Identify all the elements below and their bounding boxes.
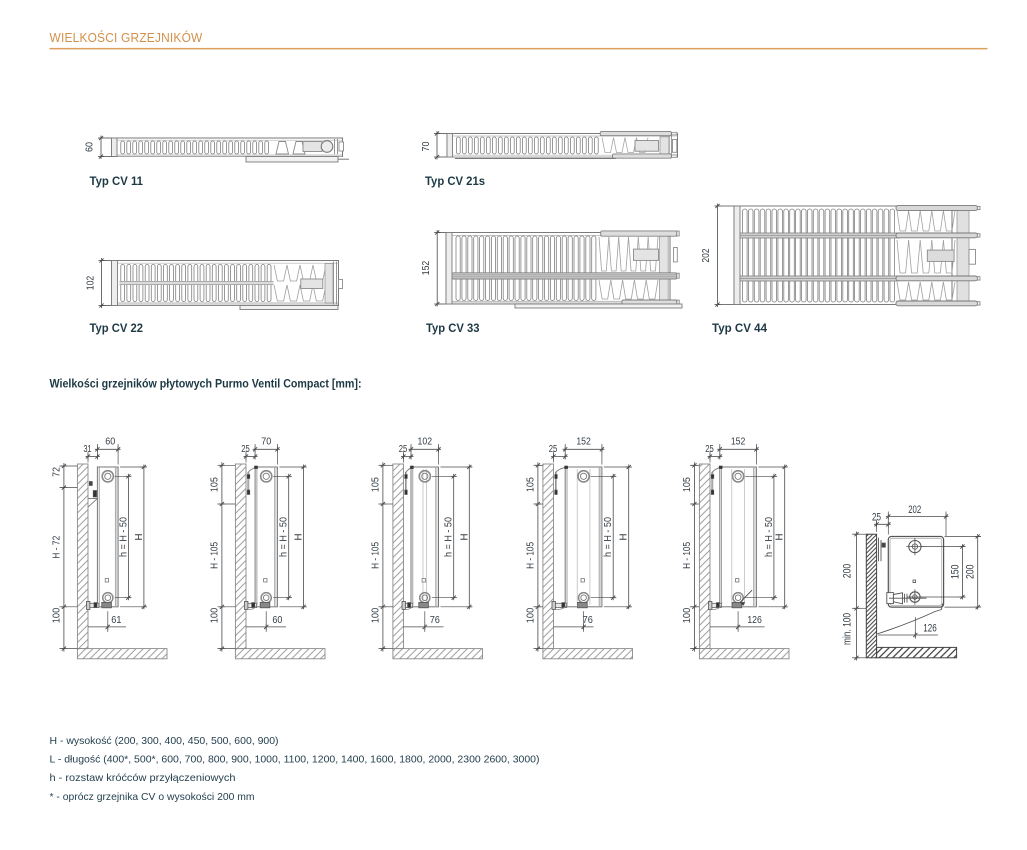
svg-text:100: 100 <box>682 607 693 623</box>
svg-text:Wielkości grzejników płytowych: Wielkości grzejników płytowych Purmo Ven… <box>50 377 362 391</box>
svg-text:100: 100 <box>370 607 381 623</box>
svg-text:H: H <box>775 534 786 541</box>
svg-text:25: 25 <box>872 512 881 524</box>
svg-text:WIELKOŚCI GRZEJNIKÓW: WIELKOŚCI GRZEJNIKÓW <box>50 30 203 45</box>
svg-text:25: 25 <box>241 444 250 455</box>
svg-text:150: 150 <box>950 564 962 579</box>
svg-text:H - wysokość (200, 300, 400, 4: H - wysokość (200, 300, 400, 450, 500, 6… <box>50 736 279 747</box>
svg-text:126: 126 <box>923 623 937 635</box>
svg-text:min. 100: min. 100 <box>842 613 854 645</box>
svg-text:Typ CV 22: Typ CV 22 <box>90 322 144 335</box>
svg-text:100: 100 <box>51 607 62 623</box>
svg-text:105: 105 <box>525 477 536 492</box>
svg-text:102: 102 <box>86 275 97 290</box>
svg-text:25: 25 <box>549 444 558 455</box>
svg-text:72: 72 <box>51 467 62 477</box>
svg-text:H - 105: H - 105 <box>209 542 220 569</box>
svg-text:h = H - 50: h = H - 50 <box>603 517 614 557</box>
svg-text:105: 105 <box>209 477 220 492</box>
svg-text:152: 152 <box>421 260 432 275</box>
svg-text:h = H - 50: h = H - 50 <box>118 517 129 557</box>
svg-text:102: 102 <box>418 437 433 448</box>
svg-text:105: 105 <box>682 477 693 492</box>
svg-text:100: 100 <box>209 607 220 623</box>
svg-text:60: 60 <box>105 437 115 448</box>
svg-text:H - 105: H - 105 <box>682 542 693 569</box>
svg-text:152: 152 <box>576 437 591 448</box>
svg-text:H: H <box>619 534 630 541</box>
svg-text:126: 126 <box>747 615 762 626</box>
svg-text:H: H <box>459 534 470 541</box>
svg-text:H - 105: H - 105 <box>370 542 381 569</box>
svg-text:h = H - 50: h = H - 50 <box>764 517 775 557</box>
svg-text:61: 61 <box>111 615 122 626</box>
svg-text:200: 200 <box>965 564 977 579</box>
svg-text:* - oprócz grzejnika CV o wyso: * - oprócz grzejnika CV o wysokości 200 … <box>50 792 255 803</box>
svg-text:Typ CV 21s: Typ CV 21s <box>425 175 485 188</box>
svg-text:25: 25 <box>399 444 408 455</box>
svg-text:H - 105: H - 105 <box>525 542 536 569</box>
svg-text:70: 70 <box>261 437 271 448</box>
svg-text:76: 76 <box>583 615 594 626</box>
svg-text:Typ CV 44: Typ CV 44 <box>712 322 767 335</box>
svg-text:L - długość (400*, 500*, 600,: L - długość (400*, 500*, 600, 700, 800, … <box>50 755 540 766</box>
svg-text:60: 60 <box>272 615 282 626</box>
svg-text:h - rozstaw króćców przyłączen: h - rozstaw króćców przyłączeniowych <box>50 773 236 784</box>
svg-text:Typ CV 11: Typ CV 11 <box>90 175 144 188</box>
svg-text:70: 70 <box>421 141 432 151</box>
svg-text:h = H - 50: h = H - 50 <box>279 517 290 557</box>
svg-text:200: 200 <box>842 564 854 579</box>
svg-text:H - 72: H - 72 <box>51 535 62 558</box>
svg-text:H: H <box>134 534 145 541</box>
svg-text:31: 31 <box>84 444 92 455</box>
svg-text:76: 76 <box>430 615 441 626</box>
svg-text:105: 105 <box>370 477 381 492</box>
svg-text:202: 202 <box>701 248 712 262</box>
svg-text:60: 60 <box>85 142 96 152</box>
svg-text:Typ CV 33: Typ CV 33 <box>426 322 480 335</box>
svg-text:h = H - 50: h = H - 50 <box>444 517 455 557</box>
svg-text:100: 100 <box>525 607 536 623</box>
svg-text:202: 202 <box>908 504 921 516</box>
svg-text:H: H <box>294 534 305 541</box>
svg-text:152: 152 <box>731 437 746 448</box>
svg-text:25: 25 <box>705 444 714 455</box>
